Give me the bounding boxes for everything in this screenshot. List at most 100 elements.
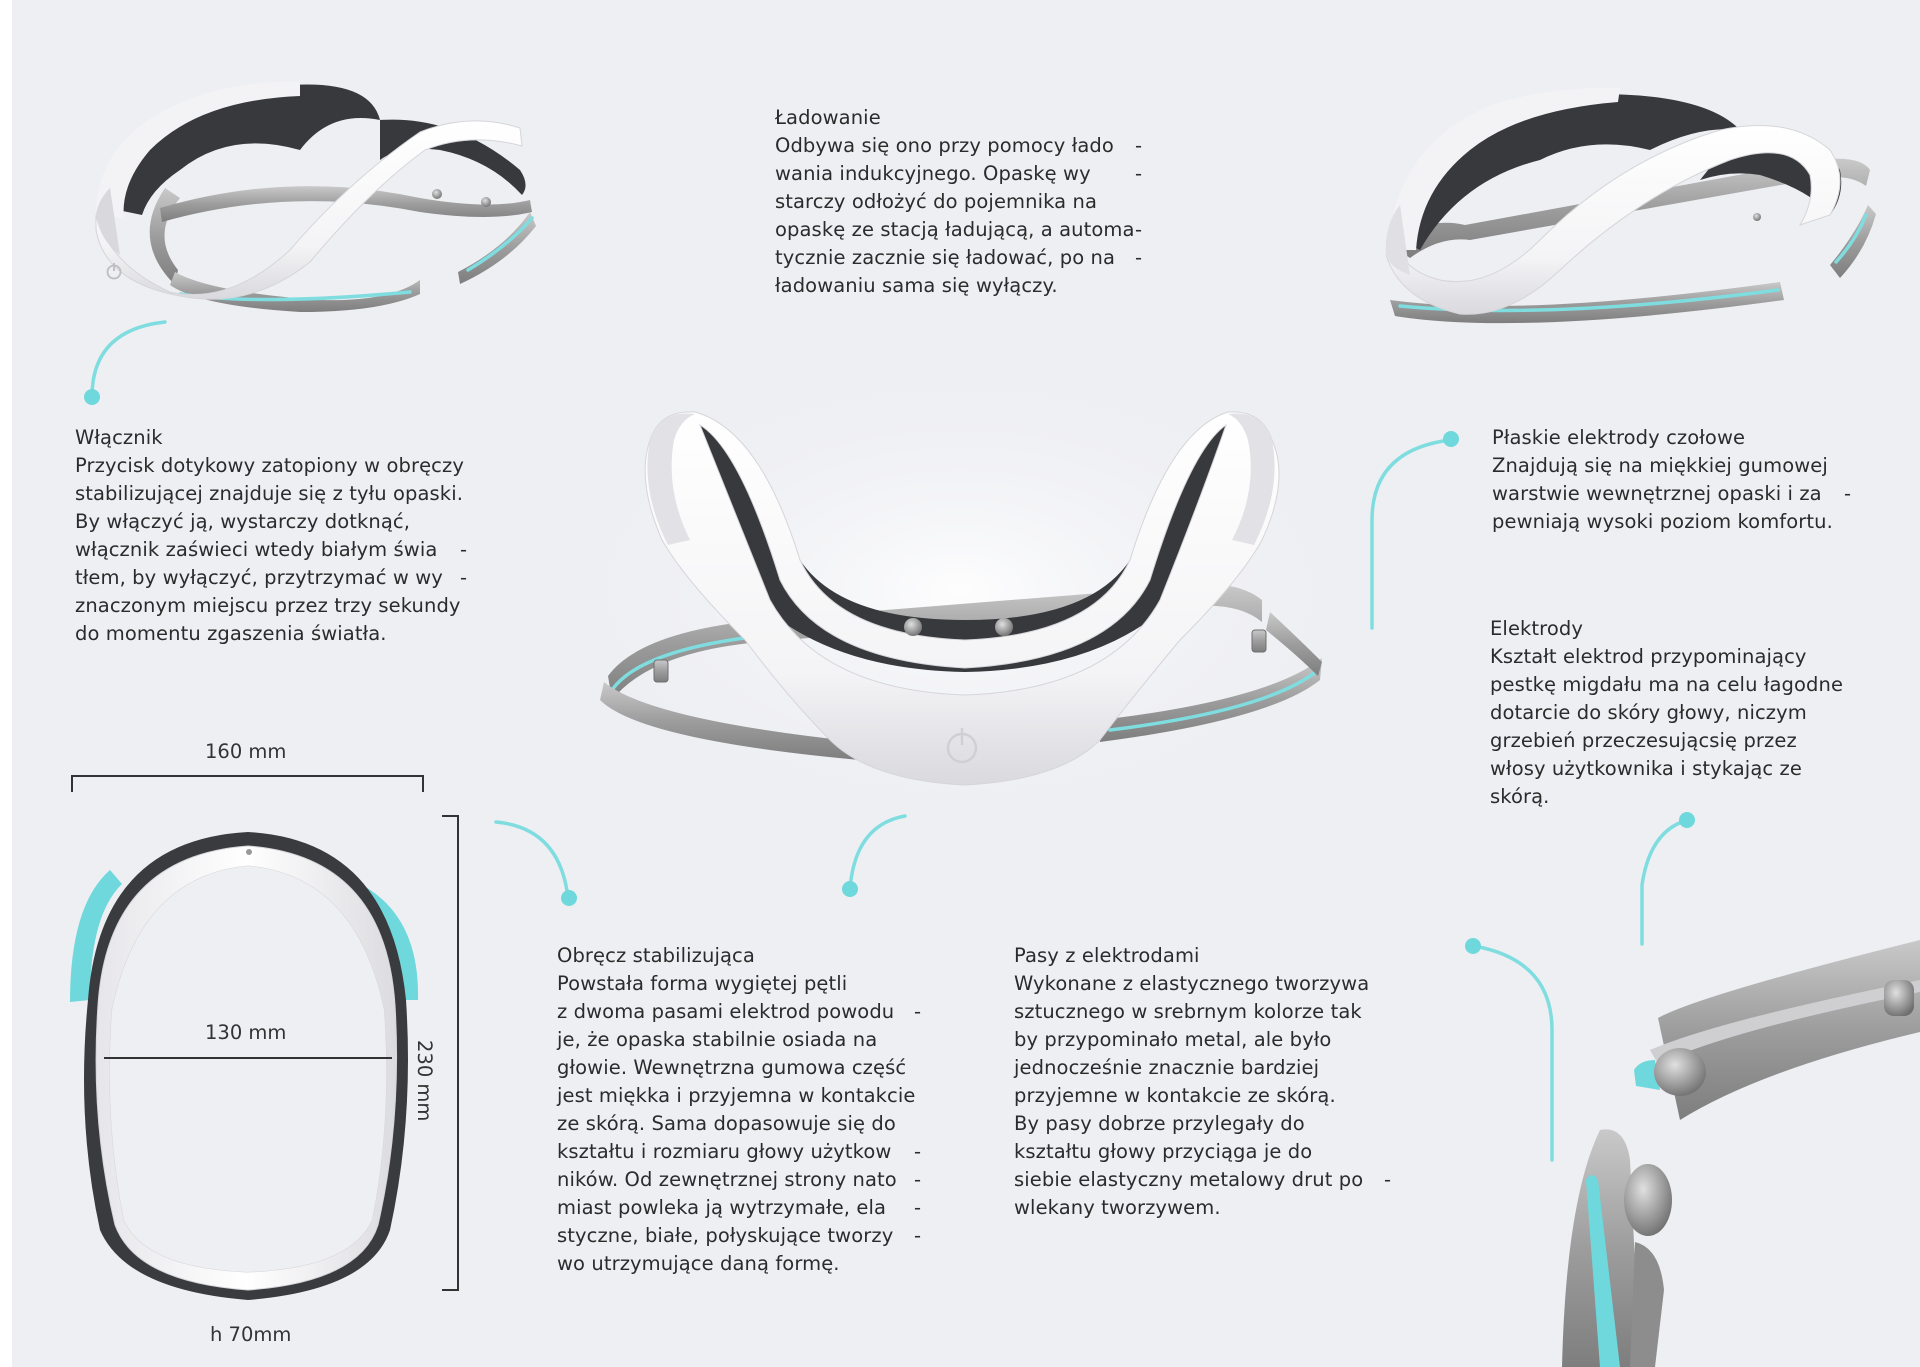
- text-line: Powstała forma wygiętej pętli: [557, 970, 915, 998]
- block-title: Ładowanie: [775, 106, 881, 129]
- text-line: By włączyć ją, wystarczy dotknąć,: [75, 508, 464, 536]
- text-line-content: dotarcie do skóry głowy, niczym: [1490, 701, 1807, 724]
- block-title: Pasy z elektrodami: [1014, 944, 1200, 967]
- dimension-width-label: 160 mm: [205, 740, 287, 763]
- text-line: siebie elastyczny metalowy drut po-: [1014, 1166, 1391, 1194]
- text-line: styczne, białe, połyskujące tworzy-: [557, 1222, 921, 1250]
- text-line-content: włącznik zaświeci wtedy białym świa: [75, 538, 438, 561]
- text-line-content: stabilizującej znajduje się z tyłu opask…: [75, 482, 464, 505]
- text-line-content: Wykonane z elastycznego tworzywa: [1014, 972, 1370, 995]
- line-hyphen: -: [914, 1196, 922, 1219]
- text-line-content: je, że opaska stabilnie osiada na: [557, 1028, 878, 1051]
- text-line: włącznik zaświeci wtedy białym świa-: [75, 536, 468, 564]
- text-line: miast powleka ją wytrzymałe, ela-: [557, 1194, 921, 1222]
- text-line-content: kształtu i rozmiaru głowy użytkow: [557, 1140, 892, 1163]
- text-line: wania indukcyjnego. Opaskę wy -: [775, 160, 1142, 188]
- text-line-content: by przypominało metal, ale było: [1014, 1028, 1332, 1051]
- text-line: głowie. Wewnętrzna gumowa część: [557, 1054, 915, 1082]
- text-line: grzebień przeczesującsię przez: [1490, 727, 1843, 755]
- line-hyphen: -: [1135, 134, 1143, 157]
- callout-dot: [1465, 938, 1481, 954]
- callout-dot: [1443, 431, 1459, 447]
- text-line-content: jednocześnie znacznie bardziej: [1014, 1056, 1320, 1079]
- text-line-content: przyjemne w kontakcie ze skórą.: [1014, 1084, 1336, 1107]
- text-line: z dwoma pasami elektrod powodu-: [557, 998, 921, 1026]
- text-line: jest miękka i przyjemna w kontakcie: [557, 1082, 915, 1110]
- text-line-content: Odbywa się ono przy pomocy łado: [775, 134, 1114, 157]
- text-line: znaczonym miejscu przez trzy sekundy: [75, 592, 464, 620]
- text-line-content: wania indukcyjnego. Opaskę wy: [775, 162, 1091, 185]
- line-hyphen: -: [914, 1224, 922, 1247]
- text-line: sztucznego w srebrnym kolorze tak: [1014, 998, 1369, 1026]
- text-line: kształtu i rozmiaru głowy użytkow-: [557, 1138, 921, 1166]
- left-margin-strip: [0, 0, 12, 1367]
- length-dimension-line: [442, 815, 459, 1291]
- dimension-inner-width-label: 130 mm: [205, 1021, 287, 1044]
- text-line: ładowaniu sama się wyłączy.: [775, 272, 1135, 300]
- line-hyphen: -: [460, 538, 468, 561]
- text-line-content: znaczonym miejscu przez trzy sekundy: [75, 594, 461, 617]
- text-line: tłem, by wyłączyć, przytrzymać w wy-: [75, 564, 467, 592]
- block-title: Elektrody: [1490, 617, 1584, 640]
- callout-dot: [1679, 812, 1695, 828]
- text-line-content: warstwie wewnętrznej opaski i za: [1492, 482, 1822, 505]
- text-line-content: styczne, białe, połyskujące tworzy: [557, 1224, 894, 1247]
- text-line-content: tłem, by wyłączyć, przytrzymać w wy: [75, 566, 443, 589]
- text-line-content: siebie elastyczny metalowy drut po: [1014, 1168, 1364, 1191]
- headband-top-right-illustration: [1385, 87, 1876, 324]
- text-line-content: włosy użytkownika i stykając ze: [1490, 757, 1802, 780]
- text-line-content: ze skórą. Sama dopasowuje się do: [557, 1112, 896, 1135]
- text-line: pewniają wysoki poziom komfortu.: [1492, 508, 1833, 536]
- text-line: starczy odłożyć do pojemnika na: [775, 188, 1135, 216]
- text-line-content: z dwoma pasami elektrod powodu: [557, 1000, 895, 1023]
- text-line-content: wo utrzymujące daną formę.: [557, 1252, 840, 1275]
- line-hyphen: -: [1844, 482, 1852, 505]
- text-line-content: starczy odłożyć do pojemnika na: [775, 190, 1098, 213]
- text-line: ze skórą. Sama dopasowuje się do: [557, 1110, 915, 1138]
- line-hyphen: -: [1135, 246, 1143, 269]
- text-line: stabilizującej znajduje się z tyłu opask…: [75, 480, 464, 508]
- text-line: do momentu zgaszenia światła.: [75, 620, 464, 648]
- text-line: Wykonane z elastycznego tworzywa: [1014, 970, 1369, 998]
- callout-dot: [84, 389, 100, 405]
- text-line: ników. Od zewnętrznej strony nato-: [557, 1166, 921, 1194]
- text-line: wlekany tworzywem.: [1014, 1194, 1369, 1222]
- text-line-content: opaskę ze stacją ładującą, a automa: [775, 218, 1135, 241]
- text-line: jednocześnie znacznie bardziej: [1014, 1054, 1369, 1082]
- text-line: By pasy dobrze przylegały do: [1014, 1110, 1369, 1138]
- text-line: dotarcie do skóry głowy, niczym: [1490, 699, 1843, 727]
- block-title: Płaskie elektrody czołowe: [1492, 426, 1746, 449]
- electrode-closeup-illustration: [1562, 940, 1920, 1367]
- text-line-content: jest miękka i przyjemna w kontakcie: [557, 1084, 916, 1107]
- text-line-content: głowie. Wewnętrzna gumowa część: [557, 1056, 907, 1079]
- text-line-content: Powstała forma wygiętej pętli: [557, 972, 848, 995]
- text-line: warstwie wewnętrznej opaski i za-: [1492, 480, 1851, 508]
- text-line: skórą.: [1490, 783, 1843, 811]
- text-line-content: Przycisk dotykowy zatopiony w obręczy: [75, 454, 464, 477]
- line-hyphen: -: [1135, 162, 1143, 185]
- line-hyphen: -: [1135, 218, 1143, 241]
- text-line-content: grzebień przeczesującsię przez: [1490, 729, 1797, 752]
- callout-dot: [842, 881, 858, 897]
- text-line-content: By pasy dobrze przylegały do: [1014, 1112, 1305, 1135]
- text-line: Przycisk dotykowy zatopiony w obręczy: [75, 452, 464, 480]
- headband-top-left-illustration: [95, 81, 536, 312]
- text-line-content: wlekany tworzywem.: [1014, 1196, 1221, 1219]
- line-hyphen: -: [1384, 1168, 1392, 1191]
- line-hyphen: -: [914, 1000, 922, 1023]
- block-title: Obręcz stabilizująca: [557, 944, 755, 967]
- headband-center-illustration: [540, 350, 1380, 830]
- text-line: pestkę migdału ma na celu łagodne: [1490, 671, 1843, 699]
- callout-lines: [84, 320, 1695, 1162]
- text-line-content: pestkę migdału ma na celu łagodne: [1490, 673, 1844, 696]
- text-line: włosy użytkownika i stykając ze: [1490, 755, 1843, 783]
- text-line-content: pewniają wysoki poziom komfortu.: [1492, 510, 1833, 533]
- line-hyphen: -: [914, 1168, 922, 1191]
- text-line-content: skórą.: [1490, 785, 1550, 808]
- text-line: przyjemne w kontakcie ze skórą.: [1014, 1082, 1369, 1110]
